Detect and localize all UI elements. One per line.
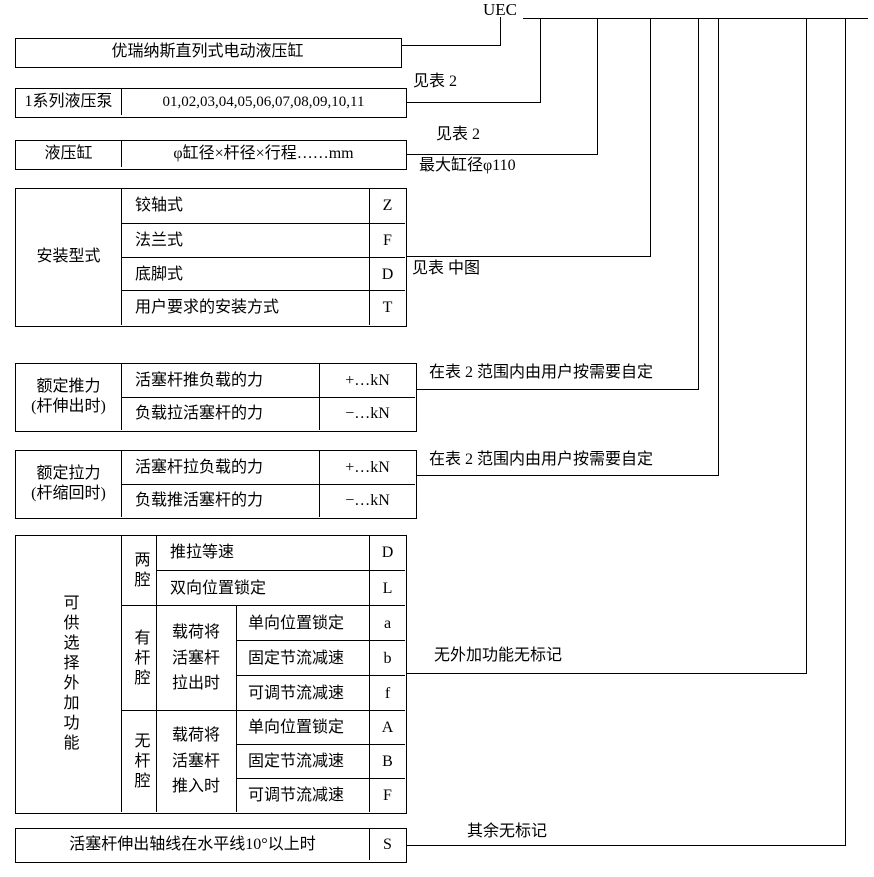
connector-line — [400, 45, 500, 46]
connector-line — [718, 18, 719, 476]
connector-line — [698, 18, 699, 390]
chamber-both: 两腔 — [121, 536, 157, 605]
rated-push-row-label: 活塞杆推负载的力 — [121, 364, 333, 397]
condition-cap-side-text: 载荷将活塞杆推入时 — [172, 727, 221, 796]
connector-line — [500, 17, 501, 46]
connector-line — [845, 18, 846, 846]
rated-pull-note: 在表 2 范围内由用户按需要自定 — [429, 451, 654, 468]
function-row-label: 双向位置锁定 — [156, 570, 383, 606]
function-row-label: 可调节流减速 — [236, 778, 381, 812]
mounting-row-code: Z — [369, 189, 405, 223]
mounting-row-label: 铰轴式 — [121, 189, 383, 223]
optional-functions-box: 可供选择外加功能 两腔 有杆腔 无杆腔 推拉等速 D 双向位置锁定 L 载荷将活… — [15, 535, 407, 814]
rated-push-label-line2: (杆伸出时) — [31, 397, 106, 415]
function-row-label: 单向位置锁定 — [236, 605, 381, 641]
connector-line — [405, 256, 651, 257]
rated-pull-label: 额定拉力 (杆缩回时) — [16, 451, 121, 516]
connector-line — [597, 18, 598, 155]
mounting-row-label: 底脚式 — [121, 257, 383, 291]
cylinder-spec: φ缸径×杆径×行程……mm — [121, 141, 405, 167]
mounting-note: 见表 中图 — [412, 260, 481, 277]
rated-pull-row-label: 负载推活塞杆的力 — [121, 484, 333, 517]
connector-line — [415, 389, 699, 390]
rated-pull-row-value: −…kN — [319, 484, 415, 517]
mounting-type-box: 安装型式 铰轴式 Z 法兰式 F 底脚式 D 用户要求的安装方式 T — [15, 188, 407, 327]
connector-line — [405, 154, 598, 155]
axis-condition-code: S — [369, 829, 405, 860]
rated-push-label-line1: 额定推力 — [36, 377, 101, 395]
function-row-code: f — [369, 675, 405, 711]
connector-line — [405, 673, 807, 674]
product-name-box: 优瑞纳斯直列式电动液压缸 — [15, 38, 402, 68]
rated-pull-label-line1: 额定拉力 — [36, 464, 101, 482]
functions-label-text: 可供选择外加功能 — [60, 593, 78, 754]
function-row-label: 可调节流减速 — [236, 675, 381, 711]
function-row-code: B — [369, 744, 405, 779]
pump-series-label: 1系列液压泵 — [24, 93, 113, 110]
rated-push-note: 在表 2 范围内由用户按需要自定 — [429, 364, 654, 381]
axis-condition-label: 活塞杆伸出轴线在水平线10°以上时 — [69, 835, 316, 853]
rated-pull-label-line2: (杆缩回时) — [31, 484, 106, 502]
chamber-rod-side: 有杆腔 — [121, 605, 157, 711]
rated-pull-box: 额定拉力 (杆缩回时) 活塞杆拉负载的力 +…kN 负载推活塞杆的力 −…kN — [15, 450, 417, 519]
pump-series-box: 1系列液压泵 01,02,03,04,05,06,07,08,09,10,11 — [15, 88, 407, 118]
cylinder-note-above: 见表 2 — [436, 126, 481, 143]
function-row-label: 固定节流减速 — [236, 744, 381, 779]
rated-push-row-value: +…kN — [319, 364, 415, 397]
rated-push-row-label: 负载拉活塞杆的力 — [121, 397, 333, 430]
pump-series-values-text: 01,02,03,04,05,06,07,08,09,10,11 — [162, 93, 365, 110]
condition-rod-side-text: 载荷将活塞杆拉出时 — [172, 624, 221, 693]
function-row-label: 单向位置锁定 — [236, 710, 381, 745]
mounting-row-label: 法兰式 — [121, 223, 383, 258]
functions-label: 可供选择外加功能 — [16, 536, 121, 811]
functions-note: 无外加功能无标记 — [434, 647, 563, 664]
rated-pull-row-value: +…kN — [319, 451, 415, 484]
chamber-cap-side-text: 无杆腔 — [131, 731, 149, 792]
model-code-label: UEC — [483, 0, 517, 19]
connector-line — [650, 18, 651, 257]
connector-line — [806, 18, 807, 674]
pump-note: 见表 2 — [413, 73, 458, 90]
connector-line — [405, 102, 541, 103]
rated-push-row-value: −…kN — [319, 397, 415, 430]
function-row-code: a — [369, 605, 405, 641]
pump-series-values: 01,02,03,04,05,06,07,08,09,10,11 — [121, 89, 405, 115]
mounting-label: 安装型式 — [36, 247, 101, 265]
condition-rod-side: 载荷将活塞杆拉出时 — [156, 605, 237, 711]
function-row-label: 推拉等速 — [156, 536, 383, 570]
mounting-row-code: F — [369, 223, 405, 258]
chamber-rod-side-text: 有杆腔 — [131, 628, 149, 689]
cylinder-note-below: 最大缸径φ110 — [419, 157, 516, 174]
axis-angle-box: 活塞杆伸出轴线在水平线10°以上时 S — [15, 828, 407, 863]
mounting-row-label: 用户要求的安装方式 — [121, 290, 383, 325]
product-name: 优瑞纳斯直列式电动液压缸 — [111, 43, 304, 60]
mounting-row-code: D — [369, 257, 405, 291]
function-row-label: 固定节流减速 — [236, 640, 381, 676]
chamber-cap-side: 无杆腔 — [121, 710, 157, 812]
code-rail-line — [523, 18, 868, 19]
axis-note: 其余无标记 — [467, 823, 548, 840]
rated-push-box: 额定推力 (杆伸出时) 活塞杆推负载的力 +…kN 负载拉活塞杆的力 −…kN — [15, 363, 417, 432]
rated-pull-row-label: 活塞杆拉负载的力 — [121, 451, 333, 484]
connector-line — [405, 845, 846, 846]
function-row-code: A — [369, 710, 405, 745]
cylinder-label: 液压缸 — [44, 145, 93, 162]
function-row-code: D — [369, 536, 405, 570]
connector-line — [415, 475, 719, 476]
chamber-both-text: 两腔 — [131, 550, 149, 591]
rated-push-label: 额定推力 (杆伸出时) — [16, 364, 121, 429]
condition-cap-side: 载荷将活塞杆推入时 — [156, 710, 237, 812]
cylinder-spec-box: 液压缸 φ缸径×杆径×行程……mm — [15, 140, 407, 170]
mounting-row-code: T — [369, 290, 405, 325]
function-row-code: F — [369, 778, 405, 812]
connector-line — [540, 18, 541, 103]
function-row-code: L — [369, 570, 405, 606]
function-row-code: b — [369, 640, 405, 676]
